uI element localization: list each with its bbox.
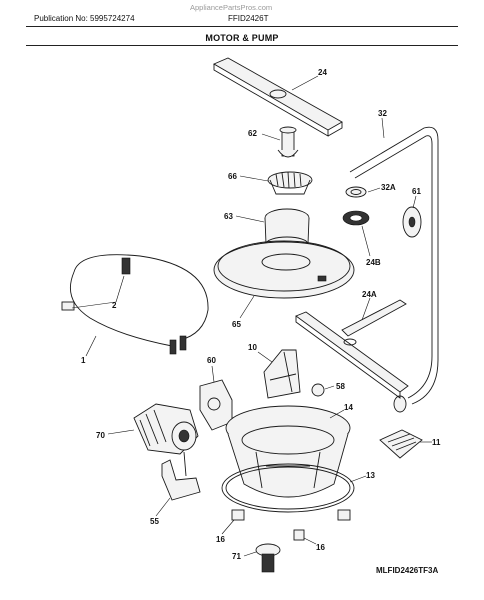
title-rule <box>26 45 458 46</box>
callout-10: 10 <box>248 343 257 352</box>
wash-motor[interactable] <box>133 403 199 455</box>
callout-63: 63 <box>224 212 233 221</box>
callout-11: 11 <box>432 438 441 447</box>
callout-24: 24 <box>318 68 327 77</box>
spray-arm-bearing[interactable] <box>342 210 370 226</box>
drain-pump[interactable] <box>199 379 233 431</box>
header-rule <box>26 26 458 27</box>
turbidity-sensor[interactable] <box>379 429 423 459</box>
sump-assembly[interactable] <box>225 405 351 498</box>
callout-58: 58 <box>336 382 345 391</box>
callout-1: 1 <box>81 356 86 365</box>
section-title: MOTOR & PUMP <box>205 33 279 43</box>
callout-32a: 32A <box>381 183 396 192</box>
callout-16-left: 16 <box>216 535 225 544</box>
callout-24b: 24B <box>366 258 381 267</box>
fine-filter[interactable] <box>267 171 313 195</box>
check-ball[interactable] <box>311 383 325 397</box>
model-number: FFID2426T <box>228 14 269 23</box>
filter-plate[interactable] <box>213 240 355 299</box>
callout-62: 62 <box>248 129 257 138</box>
callout-55: 55 <box>150 517 159 526</box>
mounting-grommet-right[interactable] <box>337 509 351 521</box>
callout-66: 66 <box>228 172 237 181</box>
lower-spray-arm[interactable] <box>295 299 409 399</box>
callout-71: 71 <box>232 552 241 561</box>
upper-spray-arm[interactable] <box>212 57 343 137</box>
callout-60: 60 <box>207 356 216 365</box>
spray-arm-nozzle[interactable] <box>277 126 299 158</box>
callout-61: 61 <box>412 187 421 196</box>
callout-2: 2 <box>112 301 117 310</box>
callout-16-right: 16 <box>316 543 325 552</box>
mounting-grommet-bottom[interactable] <box>293 529 305 541</box>
sump-gasket[interactable] <box>221 463 355 513</box>
wire-harness[interactable] <box>61 254 209 355</box>
callout-32: 32 <box>378 109 387 118</box>
callout-24a: 24A <box>362 290 377 299</box>
callout-13: 13 <box>366 471 375 480</box>
diagram-code: MLFID2426TF3A <box>376 566 439 575</box>
sump-inlet[interactable] <box>263 349 301 399</box>
motor-bracket[interactable] <box>161 451 201 501</box>
publication-number: Publication No: 5995724274 <box>34 14 135 23</box>
callout-14: 14 <box>344 403 353 412</box>
supply-tube[interactable] <box>349 126 439 413</box>
callout-65: 65 <box>232 320 241 329</box>
drain-valve[interactable] <box>255 543 281 573</box>
tube-seal[interactable] <box>345 186 367 198</box>
callout-70: 70 <box>96 431 105 440</box>
tube-clip[interactable] <box>402 206 422 238</box>
watermark: AppliancePartsPros.com <box>190 3 273 12</box>
mounting-grommet-left[interactable] <box>231 509 245 521</box>
